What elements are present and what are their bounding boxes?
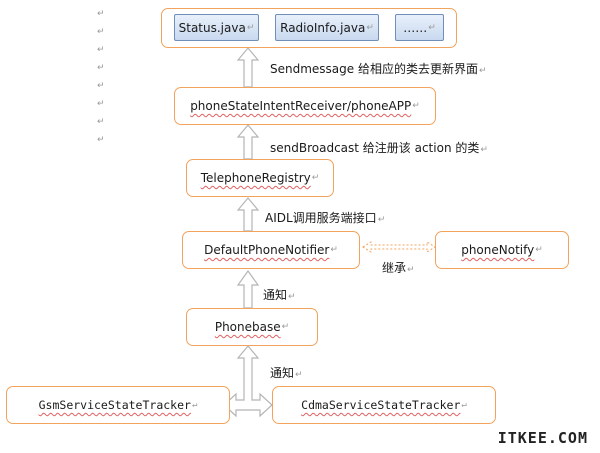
phone-notify-label: phoneNotify xyxy=(461,243,535,257)
status-java-box: Status.java↵ xyxy=(174,14,259,41)
status-java-label: Status.java xyxy=(178,20,246,35)
paragraph-mark: ↵ xyxy=(281,322,290,332)
inherit-label: 继承↵ xyxy=(382,259,415,276)
sendmessage-text: Sendmessage 给相应的类去更新界面 xyxy=(270,62,478,76)
paragraph-mark: ↵ xyxy=(461,400,467,410)
inherit-text: 继承 xyxy=(382,261,407,275)
margin-mark-7: ↵ xyxy=(97,117,105,127)
notify-label-1: 通知↵ xyxy=(263,286,296,303)
notify-text-2: 通知 xyxy=(270,366,295,380)
sendmessage-label: Sendmessage 给相应的类去更新界面↵ xyxy=(270,60,487,77)
margin-mark-8: ↵ xyxy=(97,135,105,145)
sendbroadcast-text: sendBroadcast 给注册该 action 的类 xyxy=(270,141,480,155)
margin-mark-3: ↵ xyxy=(97,45,105,55)
paragraph-mark: ↵ xyxy=(288,292,296,302)
paragraph-mark: ↵ xyxy=(191,400,198,410)
radioinfo-java-box: RadioInfo.java↵ xyxy=(275,14,379,41)
paragraph-mark: ↵ xyxy=(295,370,303,380)
notify-text-1: 通知 xyxy=(263,288,288,302)
margin-mark-2: ↵ xyxy=(97,27,105,37)
phonebase-node: Phonebase↵ xyxy=(186,308,318,346)
notify-label-2: 通知↵ xyxy=(270,364,303,381)
margin-mark-4: ↵ xyxy=(97,63,105,73)
default-phone-notifier-label: DefaultPhoneNotifier xyxy=(204,243,330,257)
itkee-watermark: ITKEE.COM xyxy=(497,429,588,447)
paragraph-mark: ↵ xyxy=(311,173,320,183)
paragraph-mark: ↵ xyxy=(428,22,436,33)
paragraph-mark: ↵ xyxy=(480,145,488,155)
inherit-connector xyxy=(362,241,436,253)
phone-notify-node: phoneNotify↵ xyxy=(435,231,569,269)
margin-mark-1: ↵ xyxy=(97,9,105,19)
paragraph-mark: ↵ xyxy=(246,22,255,33)
arrow-registry-to-receiver xyxy=(236,124,260,160)
cdma-service-state-tracker-node: CdmaServiceStateTracker↵ xyxy=(272,386,496,424)
more-classes-label: …… xyxy=(403,20,428,35)
margin-mark-5: ↵ xyxy=(97,81,105,91)
sendbroadcast-label: sendBroadcast 给注册该 action 的类↵ xyxy=(270,139,488,156)
aidl-text: AIDL调用服务端接口 xyxy=(265,211,377,225)
telephone-registry-node: TelephoneRegistry↵ xyxy=(186,159,334,197)
default-phone-notifier-node: DefaultPhoneNotifier↵ xyxy=(182,231,360,269)
arrow-notifier-to-registry xyxy=(236,197,260,232)
paragraph-mark: ↵ xyxy=(412,101,420,111)
phone-state-receiver-node: phoneStateIntentReceiver/phoneAPP↵ xyxy=(174,87,436,125)
cdma-tracker-label: CdmaServiceStateTracker xyxy=(301,398,461,412)
paragraph-mark: ↵ xyxy=(377,215,386,225)
gsm-tracker-label: GsmServiceStateTracker xyxy=(38,398,191,412)
arrow-phonebase-to-notifier xyxy=(236,269,260,309)
paragraph-mark: ↵ xyxy=(407,265,415,275)
paragraph-mark: ↵ xyxy=(366,22,374,33)
gsm-service-state-tracker-node: GsmServiceStateTracker↵ xyxy=(6,386,230,424)
arrow-trackers-to-phonebase xyxy=(223,345,273,418)
aidl-label: AIDL调用服务端接口↵ xyxy=(265,209,385,226)
paragraph-mark: ↵ xyxy=(478,66,487,76)
phone-state-receiver-label: phoneStateIntentReceiver/phoneAPP xyxy=(190,99,412,113)
radioinfo-java-label: RadioInfo.java xyxy=(280,20,366,35)
arrow-receiver-to-ui xyxy=(236,47,260,88)
paragraph-mark: ↵ xyxy=(535,245,543,255)
phonebase-label: Phonebase xyxy=(214,320,281,334)
more-classes-box: ……↵ xyxy=(395,14,444,41)
telephone-registry-label: TelephoneRegistry xyxy=(200,171,311,185)
margin-mark-6: ↵ xyxy=(97,99,105,109)
paragraph-mark: ↵ xyxy=(330,245,338,255)
